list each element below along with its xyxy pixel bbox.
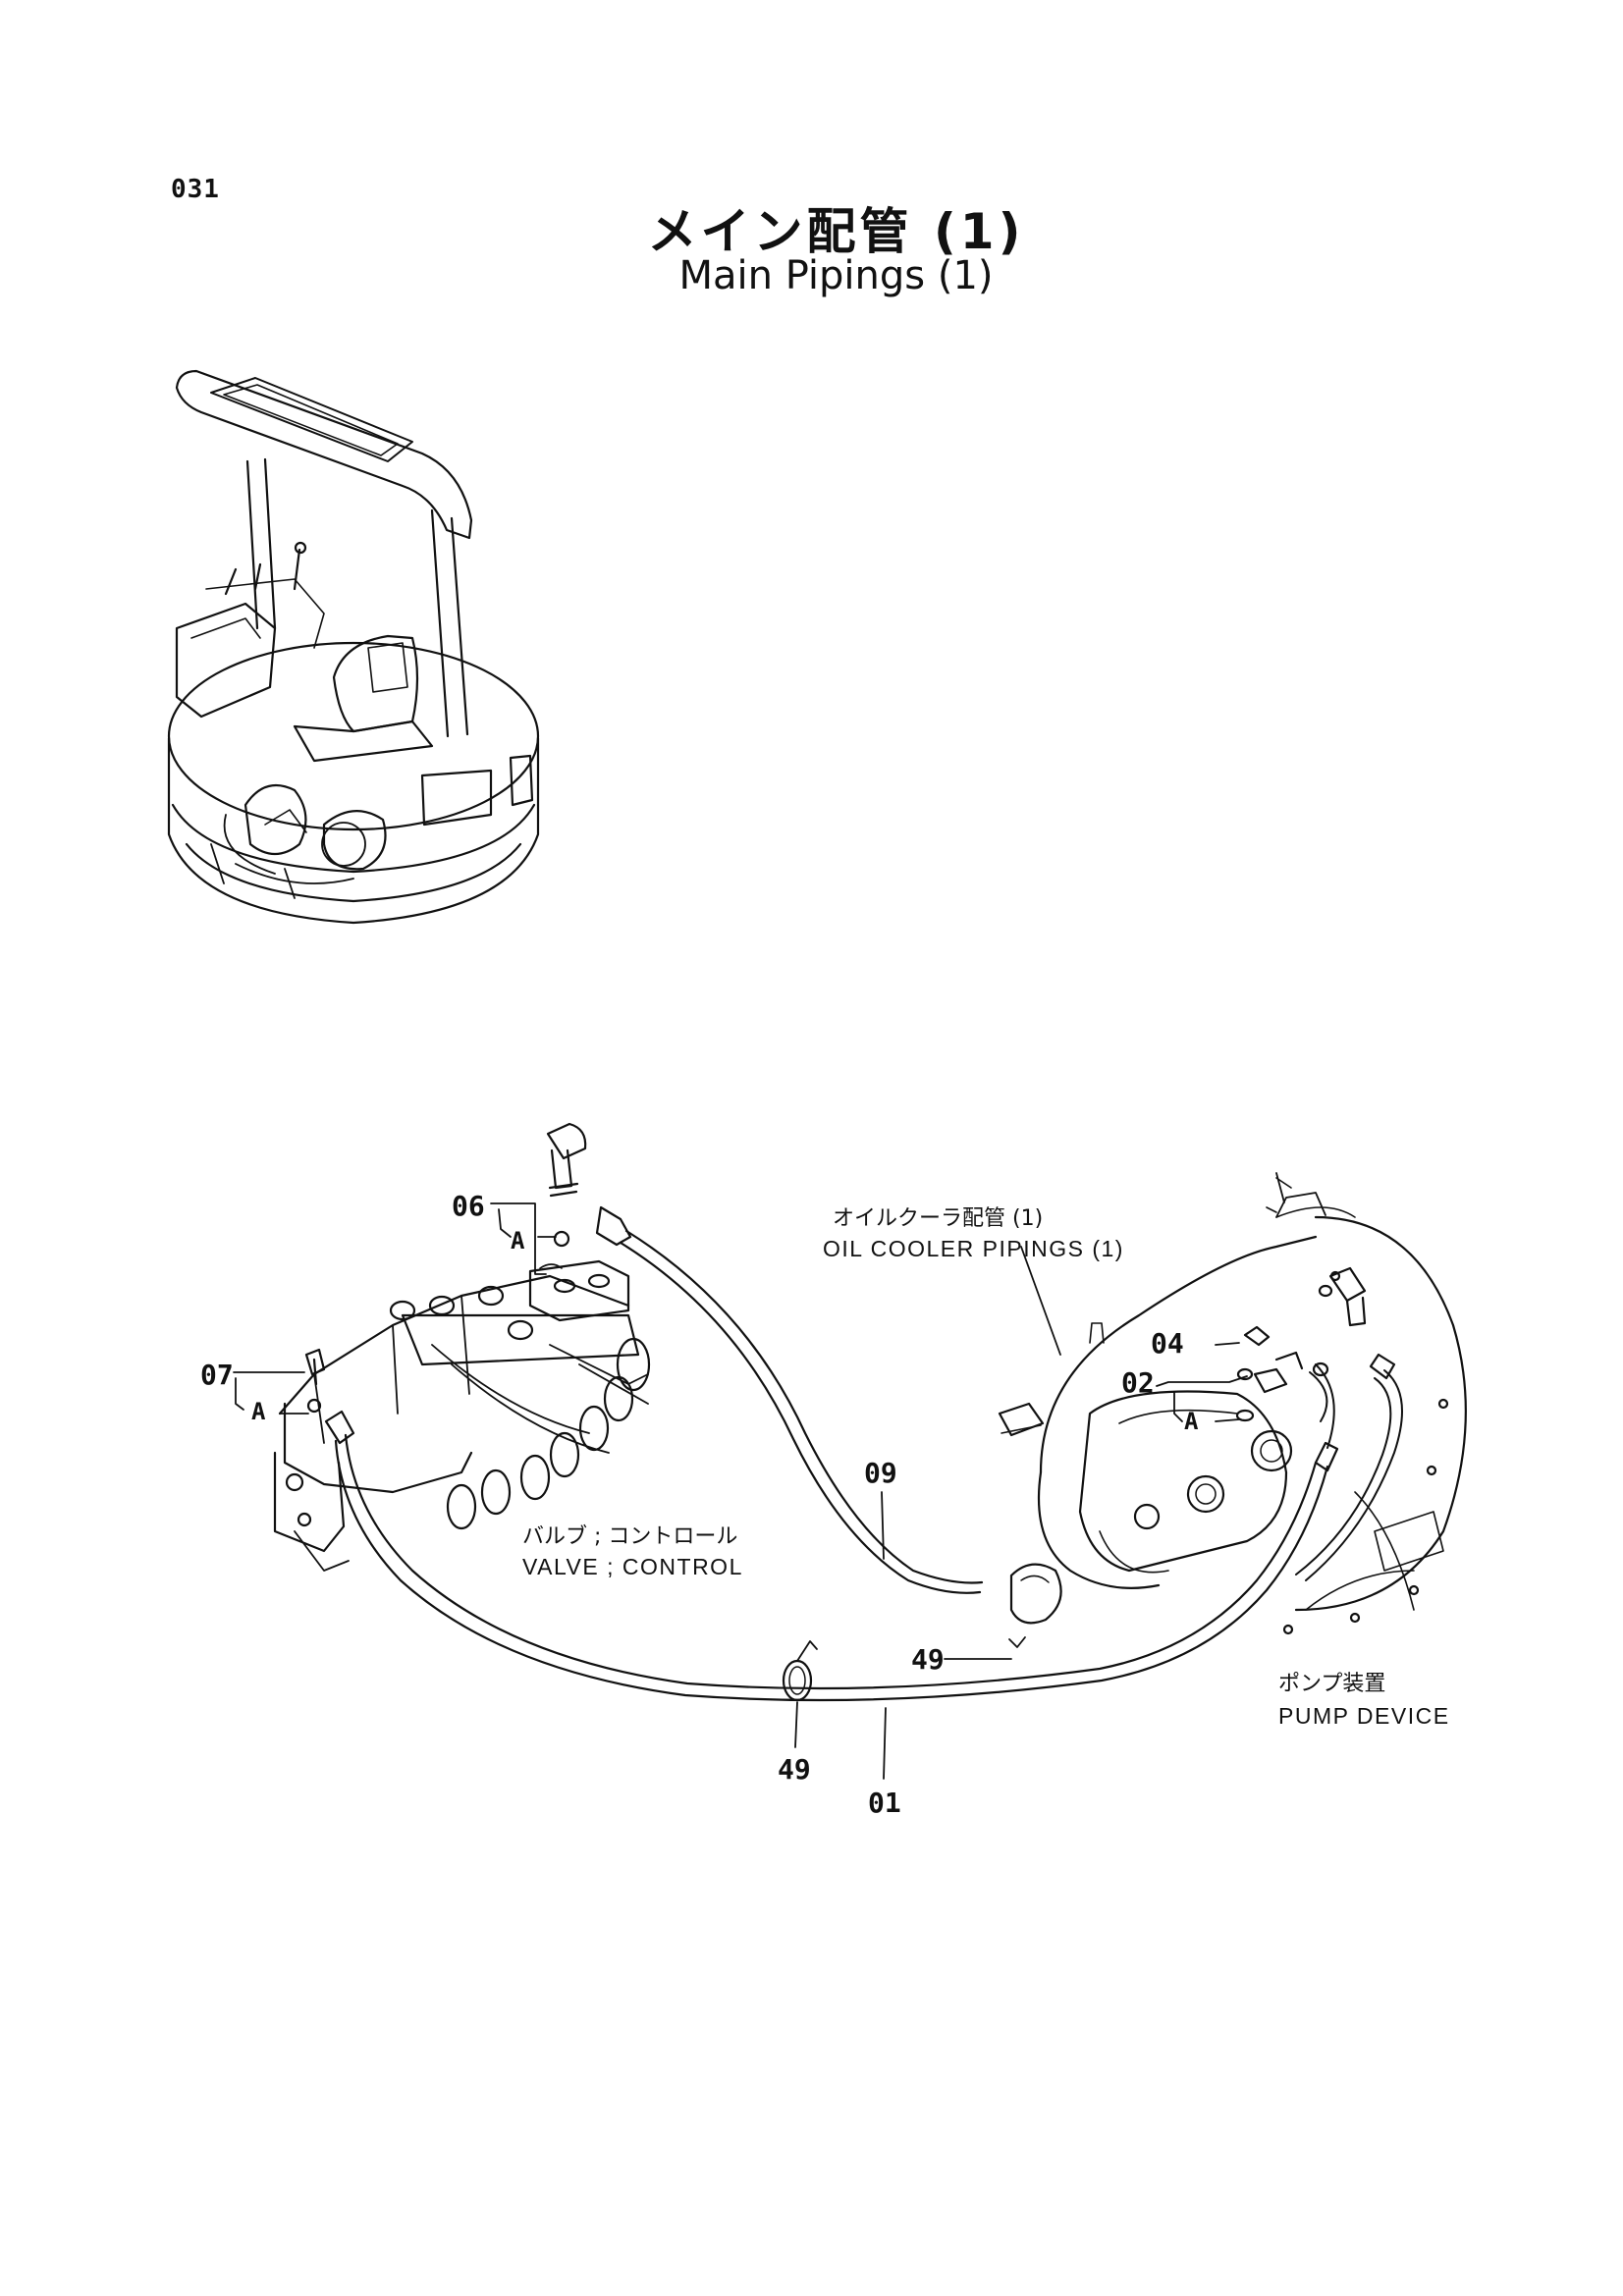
ref-a-06: A [511, 1227, 525, 1255]
hose-assemblies [324, 1205, 1403, 1702]
title-english: Main Pipings (1) [678, 253, 994, 298]
label-pump-jp: ポンプ装置 [1278, 1672, 1385, 1696]
callout-04: 04 [1151, 1327, 1184, 1360]
label-pump-en: PUMP DEVICE [1278, 1703, 1450, 1729]
ref-a-02: A [1184, 1408, 1199, 1435]
callout-07: 07 [200, 1359, 234, 1391]
page-number: 031 [171, 175, 220, 204]
title-japanese: メイン配管 (1) [647, 203, 1025, 260]
ref-a-07: A [251, 1398, 266, 1425]
callout-09: 09 [864, 1457, 897, 1489]
callout-49-lower: 49 [778, 1753, 811, 1786]
callout-01: 01 [868, 1787, 901, 1819]
label-valve-en: VALVE ; CONTROL [522, 1554, 743, 1579]
label-oil-cooler-jp: オイルクーラ配管 (1) [833, 1206, 1043, 1231]
callout-leaders [233, 1202, 1248, 1780]
label-valve-jp: バルブ ; コントロール [522, 1524, 737, 1549]
control-valve-illustration [273, 1122, 651, 1572]
callout-labels: 06 A 07 A 04 02 A 09 49 49 01 オイルクーラ配管 (… [200, 1190, 1450, 1819]
machine-overview-illustration [167, 369, 540, 925]
callout-06: 06 [452, 1190, 485, 1222]
callout-49-upper: 49 [911, 1643, 945, 1676]
callout-02: 02 [1121, 1366, 1155, 1399]
pump-device-illustration [998, 1172, 1467, 1648]
label-oil-cooler-en: OIL COOLER PIPINGS (1) [823, 1236, 1124, 1261]
